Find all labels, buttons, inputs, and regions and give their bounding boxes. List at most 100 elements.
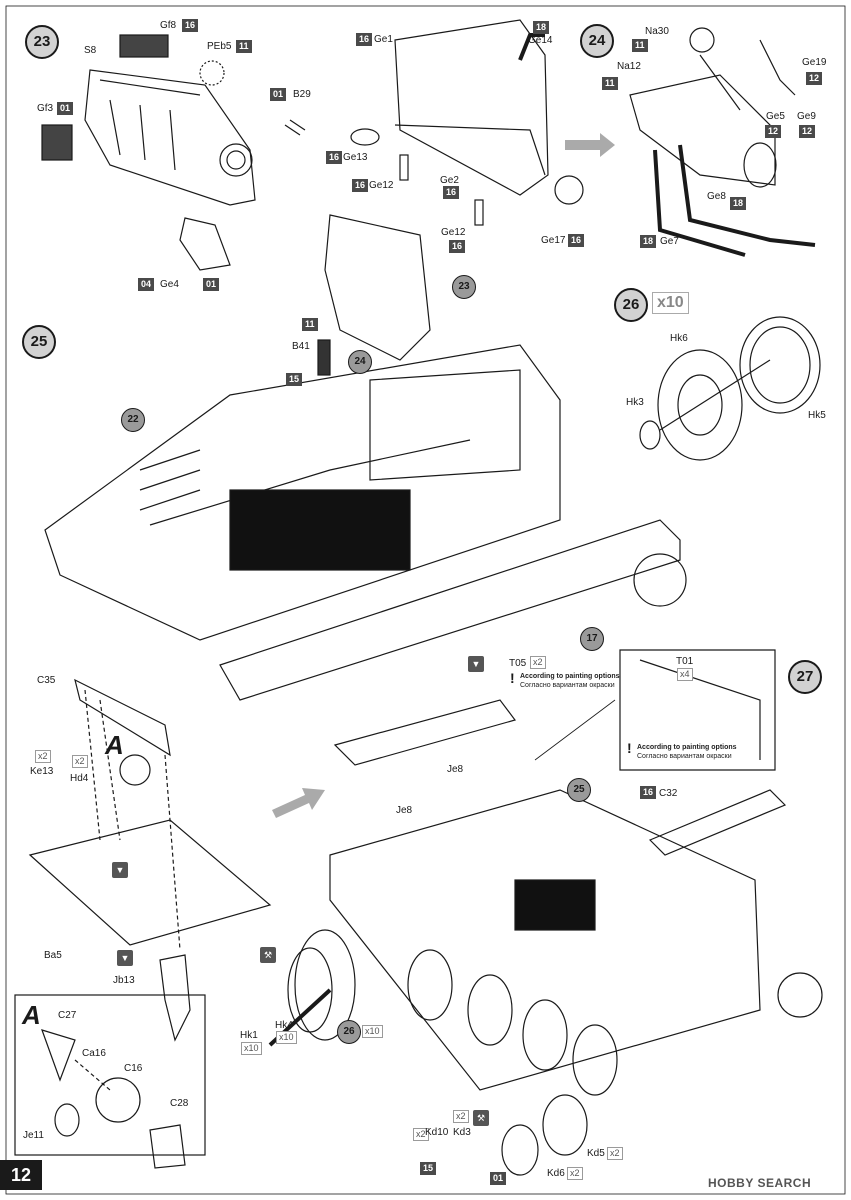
label-hk5: Hk5 (808, 410, 826, 421)
tag-ge4-a: 04 (138, 278, 155, 291)
label-ge9: Ge9 (797, 111, 816, 122)
watermark: HOBBY SEARCH (708, 1176, 812, 1190)
tag-ge8: 18 (730, 197, 747, 210)
tag-ge4-b: 01 (203, 278, 220, 291)
callout-A-detail: A (22, 1000, 41, 1030)
label-ba5: Ba5 (44, 950, 62, 961)
b41-part (317, 339, 331, 376)
label-hk3: Hk3 (626, 397, 644, 408)
label-ge8: Ge8 (707, 191, 726, 202)
label-hk6: Hk6 (670, 333, 688, 344)
tag-gf8: 16 (182, 19, 199, 32)
page-number: 12 (0, 1160, 42, 1190)
glue-icon-t05: ▼ (468, 656, 484, 672)
callout-A: A (105, 730, 124, 760)
step23-panel (41, 34, 306, 271)
label-ge13: Ge13 (343, 152, 368, 163)
label-kd3: Kd3 (453, 1127, 471, 1138)
tag-kd-15: 15 (420, 1162, 437, 1175)
quantity-x10-step26: x10 (652, 292, 689, 314)
tag-ge5: 12 (765, 125, 782, 138)
tag-ge17: 16 (568, 234, 585, 247)
label-b29: B29 (293, 89, 311, 100)
glue-icon-plate: ▼ (112, 862, 128, 878)
ref-25: 25 (567, 778, 591, 802)
tag-ge9: 12 (799, 125, 816, 138)
quantity-x2-t05: x2 (530, 656, 546, 669)
label-hk4: Hk4 (275, 1020, 293, 1031)
label-hk1: Hk1 (240, 1030, 258, 1041)
quantity-x10-ref26: x10 (362, 1025, 383, 1038)
tag-ge12-a: 16 (352, 179, 369, 192)
warning-icon-2: ! (627, 740, 632, 756)
step26-wheels (639, 316, 821, 461)
tool-icon-kd: ⚒ (473, 1110, 489, 1126)
label-ke13: Ke13 (30, 766, 54, 777)
label-gf8: Gf8 (160, 20, 177, 31)
label-na12: Na12 (617, 61, 641, 72)
label-ge1: Ge1 (374, 34, 393, 45)
tag-b41-b: 15 (286, 373, 303, 386)
label-kd5: Kd5 (587, 1148, 605, 1159)
tag-ge14: 18 (533, 21, 550, 34)
label-ge5: Ge5 (766, 111, 785, 122)
label-ge12-a: Ge12 (369, 180, 394, 191)
label-ge12-b: Ge12 (441, 227, 466, 238)
tag-ge19: 12 (806, 72, 823, 85)
ref-22: 22 (121, 408, 145, 432)
tool-icon-hk: ⚒ (260, 947, 276, 963)
quantity-x2-ke13: x2 (35, 750, 51, 763)
tag-ge13: 16 (326, 151, 343, 164)
step24-exhaust (629, 27, 816, 257)
label-gf3: Gf3 (37, 103, 54, 114)
tag-kd-01: 01 (490, 1172, 507, 1185)
tag-na12: 11 (602, 77, 618, 90)
label-ge2: Ge2 (440, 175, 459, 186)
label-ge19: Ge19 (802, 57, 827, 68)
label-c28: C28 (170, 1098, 189, 1109)
tag-peb5: 11 (236, 40, 252, 53)
label-jb13: Jb13 (113, 975, 135, 986)
quantity-x10-hk1: x10 (241, 1042, 262, 1055)
step-number-23: 23 (25, 25, 59, 59)
tag-c32: 16 (640, 786, 657, 799)
step-number-25: 25 (22, 325, 56, 359)
tag-na30: 11 (632, 39, 648, 52)
label-c16: C16 (124, 1063, 143, 1074)
tag-gf3: 01 (57, 102, 74, 115)
label-je8-b: Je8 (396, 805, 413, 816)
label-t05: T05 (509, 658, 527, 669)
ref-26: 26 (337, 1020, 361, 1044)
ref-24: 24 (348, 350, 372, 374)
label-je11: Je11 (23, 1130, 44, 1141)
quantity-x2-kd6: x2 (567, 1167, 583, 1180)
warning-icon-1: ! (510, 670, 515, 686)
arrow-right-2 (272, 788, 325, 818)
label-ge17: Ge17 (541, 235, 566, 246)
tag-ge2: 16 (443, 186, 460, 199)
label-je8-a: Je8 (447, 764, 464, 775)
page-border (5, 5, 846, 1195)
step27-assembly (268, 699, 823, 1176)
label-c27: C27 (58, 1010, 77, 1021)
step-number-24: 24 (580, 24, 614, 58)
label-s8: S8 (84, 45, 97, 56)
arrow-right (565, 133, 615, 157)
ref-17: 17 (580, 627, 604, 651)
quantity-x10-hk4: x10 (276, 1031, 297, 1044)
label-c32: C32 (659, 788, 678, 799)
gf3-part (41, 124, 73, 161)
step-number-27: 27 (788, 660, 822, 694)
tag-ge1: 16 (356, 33, 373, 46)
step25-hull (44, 214, 687, 701)
label-ca16: Ca16 (82, 1048, 106, 1059)
label-ge7: Ge7 (660, 236, 679, 247)
gf8-part (119, 34, 169, 58)
tag-ge7: 18 (640, 235, 657, 248)
tag-ge12-b: 16 (449, 240, 466, 253)
label-peb5: PEb5 (207, 41, 232, 52)
